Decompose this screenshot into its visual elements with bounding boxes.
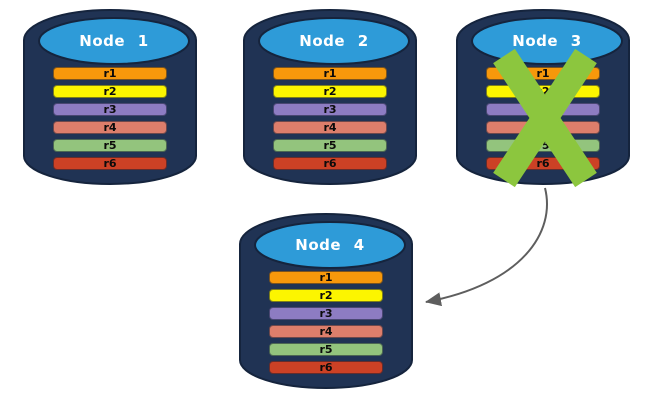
node-title: Node 2 (299, 32, 369, 50)
replica-row: r5 (53, 139, 167, 152)
replica-row-label: r6 (103, 157, 117, 170)
replica-rows: r1 r2 r3 r4 r5 r6 (269, 271, 383, 374)
replication-transfer-arrow-icon (425, 187, 548, 307)
node-title: Node 3 (512, 32, 582, 50)
replica-row: r1 (269, 271, 383, 284)
replica-rows: r1 r2 r3 r4 r5 r6 (53, 67, 167, 170)
replica-row: r6 (53, 157, 167, 170)
replica-row-label: r2 (103, 85, 117, 98)
replica-row: r2 (269, 289, 383, 302)
replica-row: r2 (273, 85, 387, 98)
replica-row-label: r4 (103, 121, 117, 134)
replica-row-label: r5 (323, 139, 337, 152)
replica-row: r6 (273, 157, 387, 170)
replica-row-label: r3 (319, 307, 333, 320)
replica-row-label: r5 (103, 139, 117, 152)
replica-row-label: r3 (103, 103, 117, 116)
node-1: Node 1 r1 r2 r3 r4 r5 r6 (22, 8, 198, 190)
replica-row-label: r4 (323, 121, 337, 134)
node-4: Node 4 r1 r2 r3 r4 r5 r6 (238, 212, 414, 394)
replica-row-label: r2 (323, 85, 337, 98)
replica-row-label: r1 (103, 67, 117, 80)
replica-row-label: r1 (319, 271, 333, 284)
replica-rows: r1 r2 r3 r4 r5 r6 (273, 67, 387, 170)
replica-row-label: r4 (319, 325, 333, 338)
replica-row-label: r1 (323, 67, 337, 80)
replica-row: r4 (269, 325, 383, 338)
replica-row: r4 (273, 121, 387, 134)
replica-row: r3 (273, 103, 387, 116)
replica-row: r2 (53, 85, 167, 98)
replica-row-label: r5 (536, 139, 550, 152)
replica-row: r5 (269, 343, 383, 356)
replica-row-label: r6 (536, 157, 550, 170)
replica-row-label: r6 (319, 361, 333, 374)
replica-row: r5 (273, 139, 387, 152)
node-2: Node 2 r1 r2 r3 r4 r5 r6 (242, 8, 418, 190)
failure-cross-icon (493, 48, 597, 188)
node-title: Node 4 (295, 236, 365, 254)
replica-row: r6 (269, 361, 383, 374)
replica-row-label: r5 (319, 343, 333, 356)
replica-row: r3 (269, 307, 383, 320)
replica-row: r3 (53, 103, 167, 116)
replica-row: r1 (53, 67, 167, 80)
replica-row: r1 (273, 67, 387, 80)
replica-row: r4 (53, 121, 167, 134)
replica-row-label: r2 (319, 289, 333, 302)
node-title: Node 1 (79, 32, 149, 50)
replica-row-label: r3 (323, 103, 337, 116)
replica-row-label: r6 (323, 157, 337, 170)
replica-row-label: r1 (536, 67, 550, 80)
